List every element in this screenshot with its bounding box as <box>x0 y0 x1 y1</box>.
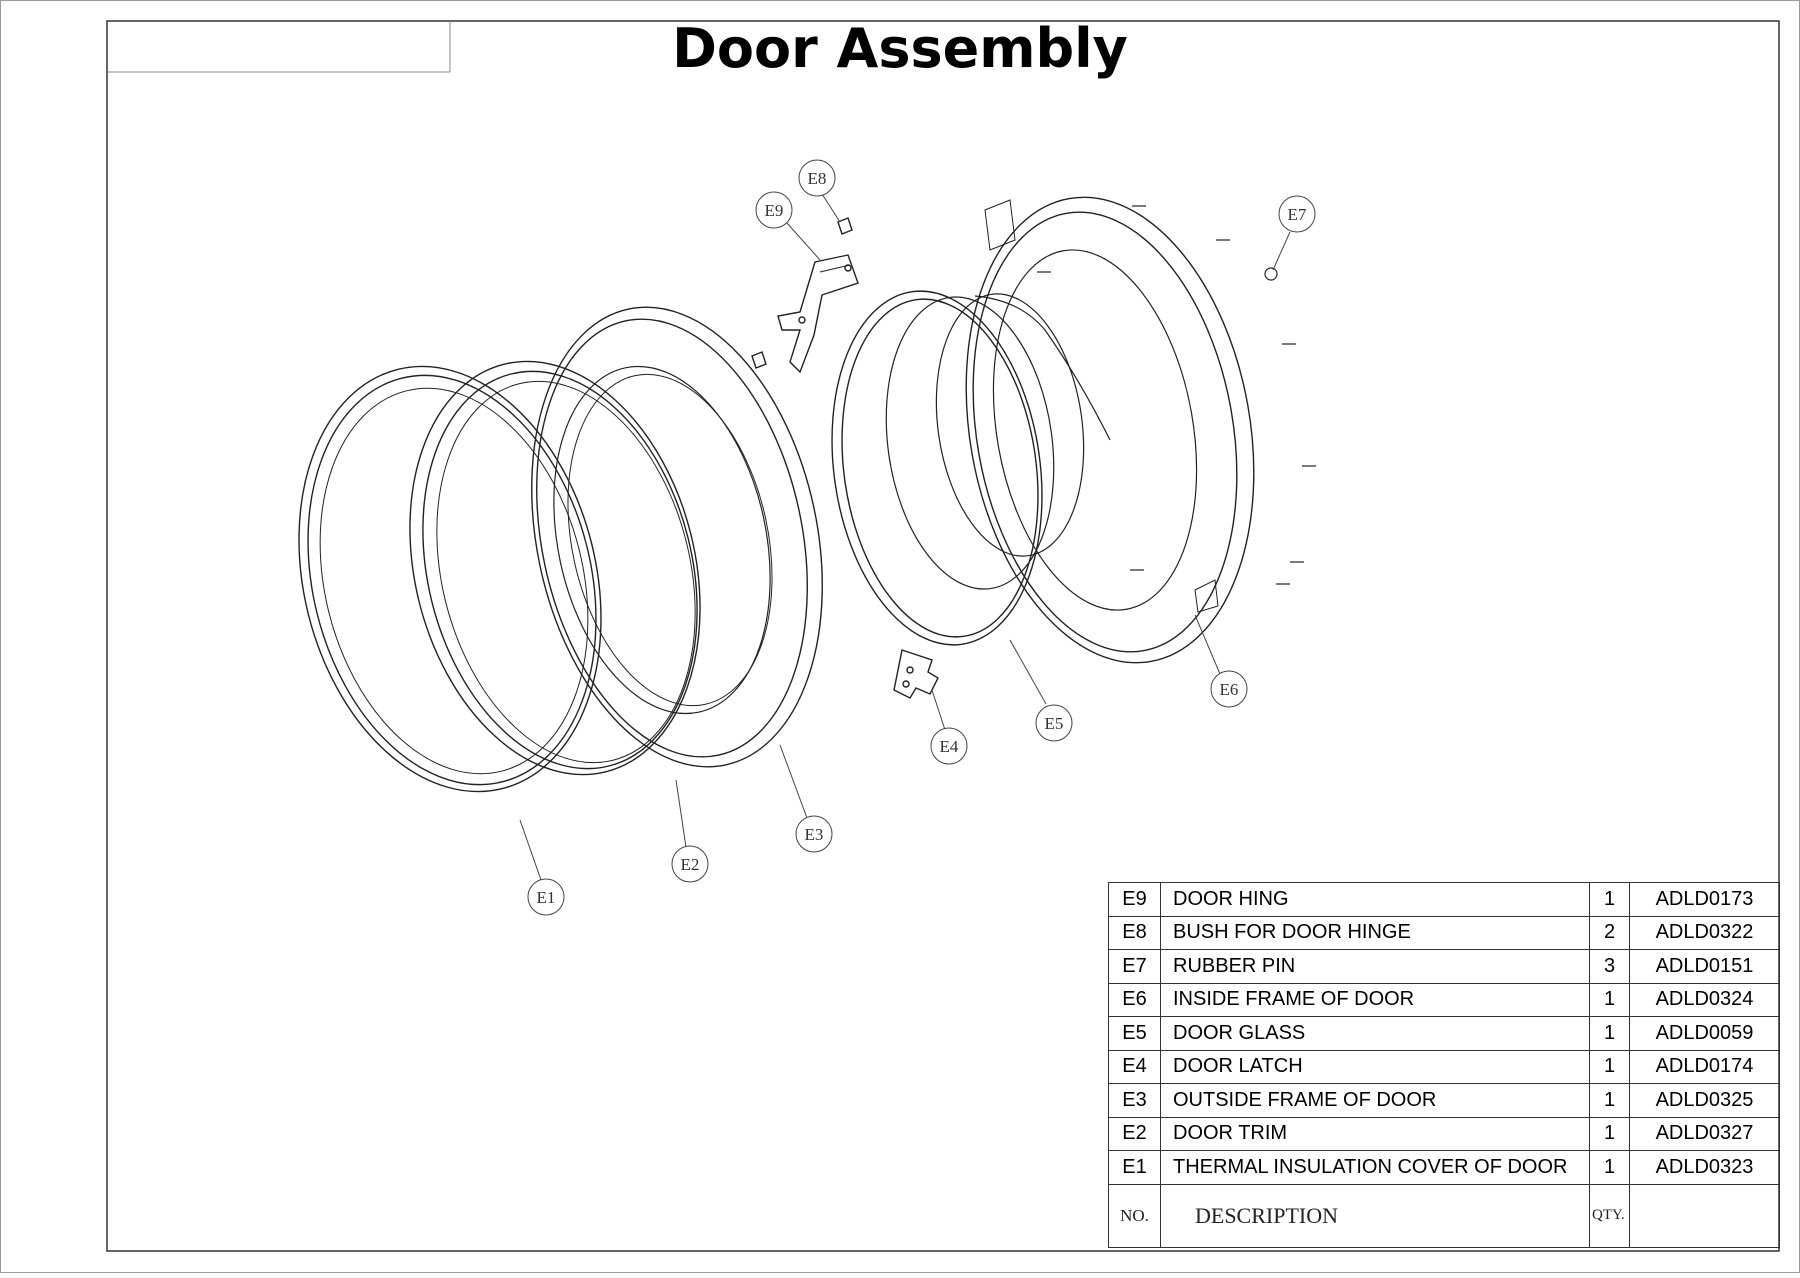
part-e4-latch <box>893 649 939 699</box>
table-row: E5 DOOR GLASS 1 ADLD0059 <box>1108 1016 1780 1051</box>
item-description: DOOR HING <box>1160 882 1590 917</box>
table-row: E2 DOOR TRIM 1 ADLD0327 <box>1108 1116 1780 1151</box>
part-e2-trim <box>409 360 701 776</box>
header-part <box>1629 1183 1780 1248</box>
item-no: E4 <box>1108 1049 1161 1084</box>
callout-e4: E4 <box>930 727 968 765</box>
part-e8-bush <box>751 217 853 369</box>
item-no: E7 <box>1108 949 1161 984</box>
svg-text:E5: E5 <box>1045 714 1064 733</box>
table-row: E9 DOOR HING 1 ADLD0173 <box>1108 882 1780 917</box>
header-description: DESCRIPTION <box>1160 1183 1590 1248</box>
svg-text:E8: E8 <box>808 169 827 188</box>
item-description: OUTSIDE FRAME OF DOOR <box>1160 1083 1590 1118</box>
item-no: E9 <box>1108 882 1161 917</box>
item-no: E3 <box>1108 1083 1161 1118</box>
callout-e2: E2 <box>671 845 709 883</box>
parts-table: E9 DOOR HING 1 ADLD0173 E8 BUSH FOR DOOR… <box>1108 882 1780 1248</box>
item-description: THERMAL INSULATION COVER OF DOOR <box>1160 1150 1590 1185</box>
item-qty: 2 <box>1589 915 1630 950</box>
item-description: INSIDE FRAME OF DOOR <box>1160 982 1590 1017</box>
table-header-row: NO. DESCRIPTION QTY. <box>1108 1183 1780 1248</box>
part-e1-cover <box>298 365 602 793</box>
callout-e6: E6 <box>1210 670 1248 708</box>
item-qty: 1 <box>1589 1083 1630 1118</box>
item-no: E2 <box>1108 1116 1161 1151</box>
item-part-number: ADLD0059 <box>1629 1016 1780 1051</box>
header-qty: QTY. <box>1589 1183 1630 1248</box>
item-description: DOOR TRIM <box>1160 1116 1590 1151</box>
table-row: E1 THERMAL INSULATION COVER OF DOOR 1 AD… <box>1108 1150 1780 1185</box>
callout-e1: E1 <box>527 878 565 916</box>
item-qty: 1 <box>1589 1150 1630 1185</box>
table-row: E6 INSIDE FRAME OF DOOR 1 ADLD0324 <box>1108 982 1780 1017</box>
svg-text:E9: E9 <box>765 201 784 220</box>
page-title: Door Assembly <box>672 17 1128 80</box>
item-part-number: ADLD0174 <box>1629 1049 1780 1084</box>
svg-text:E4: E4 <box>940 737 959 756</box>
item-no: E8 <box>1108 915 1161 950</box>
drawing-frame <box>106 20 1780 1252</box>
item-qty: 1 <box>1589 982 1630 1017</box>
header-no: NO. <box>1108 1183 1161 1248</box>
svg-text:E2: E2 <box>681 855 700 874</box>
item-description: BUSH FOR DOOR HINGE <box>1160 915 1590 950</box>
part-e7-pins <box>1037 205 1316 585</box>
item-no: E6 <box>1108 982 1161 1017</box>
part-e3-outside-frame <box>531 306 823 768</box>
item-qty: 1 <box>1589 1049 1630 1084</box>
item-description: DOOR GLASS <box>1160 1016 1590 1051</box>
table-row: E4 DOOR LATCH 1 ADLD0174 <box>1108 1049 1780 1084</box>
callout-e8: E8 <box>798 159 836 197</box>
table-row: E8 BUSH FOR DOOR HINGE 2 ADLD0322 <box>1108 915 1780 950</box>
item-part-number: ADLD0173 <box>1629 882 1780 917</box>
callout-e7: E7 <box>1278 195 1316 233</box>
item-part-number: ADLD0323 <box>1629 1150 1780 1185</box>
table-row: E7 RUBBER PIN 3 ADLD0151 <box>1108 949 1780 984</box>
part-e5-glass <box>831 290 1111 646</box>
item-qty: 1 <box>1589 1116 1630 1151</box>
table-row: E3 OUTSIDE FRAME OF DOOR 1 ADLD0325 <box>1108 1083 1780 1118</box>
item-qty: 3 <box>1589 949 1630 984</box>
item-part-number: ADLD0322 <box>1629 915 1780 950</box>
item-no: E1 <box>1108 1150 1161 1185</box>
svg-text:E7: E7 <box>1288 205 1307 224</box>
callout-leaders <box>519 193 1291 881</box>
part-e9-hinge <box>777 254 859 374</box>
item-qty: 1 <box>1589 882 1630 917</box>
item-description: DOOR LATCH <box>1160 1049 1590 1084</box>
item-part-number: ADLD0324 <box>1629 982 1780 1017</box>
item-part-number: ADLD0325 <box>1629 1083 1780 1118</box>
item-part-number: ADLD0327 <box>1629 1116 1780 1151</box>
svg-text:E6: E6 <box>1220 680 1239 699</box>
svg-text:E1: E1 <box>537 888 556 907</box>
callout-e5: E5 <box>1035 704 1073 742</box>
item-description: RUBBER PIN <box>1160 949 1590 984</box>
svg-text:E3: E3 <box>805 825 824 844</box>
item-part-number: ADLD0151 <box>1629 949 1780 984</box>
callout-e9: E9 <box>755 191 793 229</box>
item-qty: 1 <box>1589 1016 1630 1051</box>
part-e6-inside-frame <box>965 196 1255 664</box>
callout-e3: E3 <box>795 815 833 853</box>
item-no: E5 <box>1108 1016 1161 1051</box>
